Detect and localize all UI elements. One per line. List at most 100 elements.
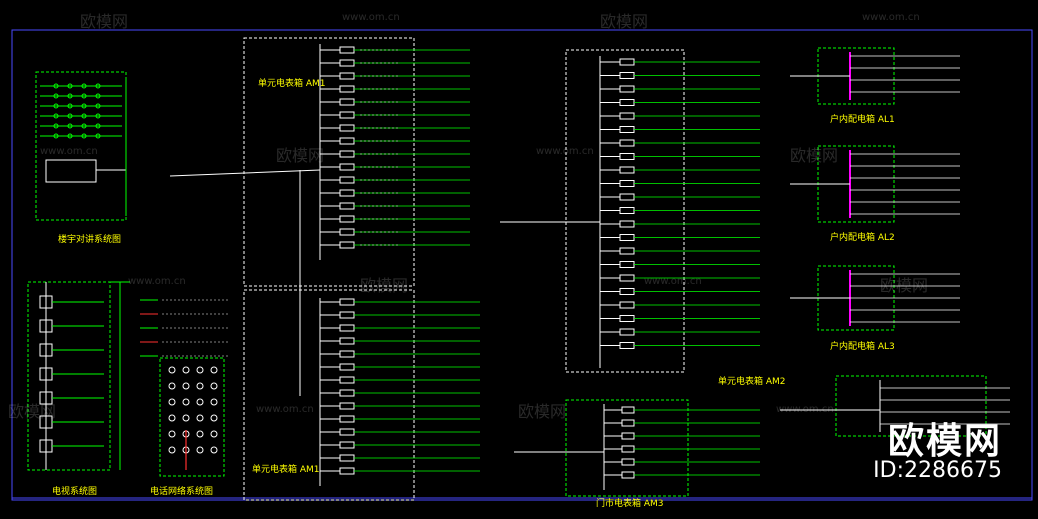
building-intercom-title: 楼宇对讲系统图 [58,235,122,245]
phone-outlet [168,430,176,438]
al3-title: 户内配电箱 AL3 [830,342,895,352]
am2-breaker [619,342,635,349]
am1-breaker [339,363,355,371]
phone-outlet [182,414,190,422]
intercom-terminal [67,133,73,139]
am2-breaker [619,301,635,309]
am2-breaker [619,193,635,201]
am1-breaker [339,441,355,449]
intercom-controller [45,159,97,183]
phone-outlet [182,382,190,390]
am2-breaker [619,315,635,322]
watermark-brand: 欧模网 [880,276,929,295]
intercom-panel-frame [35,71,127,221]
intercom-terminal [95,83,101,89]
am1-breaker [339,228,355,236]
watermark-url: www.om.cn [644,276,702,287]
phone-outlet [196,366,204,374]
intercom-terminal [53,123,59,129]
am1-bottom-frame [243,289,415,501]
watermark-url: www.om.cn [862,12,920,23]
phone-outlet [210,382,218,390]
watermark-brand: 欧模网 [276,146,325,165]
intercom-terminal [81,123,87,129]
am2-breaker [619,126,635,133]
am2-breaker [619,180,635,187]
intercom-terminal [67,113,73,119]
am2-breaker [619,166,635,174]
intercom-terminal [95,113,101,119]
watermark-url: www.om.cn [536,146,594,157]
am2-breaker [619,99,635,106]
watermark-id: ID:2286675 [873,458,1002,483]
am1-breaker [339,215,355,223]
am1-breaker [339,428,355,436]
am1-breaker [339,337,355,345]
phone-panel-frame [159,357,225,477]
watermark-brand: 欧模网 [8,402,57,421]
am1-breaker [339,350,355,358]
am1-breaker [339,176,355,184]
phone-outlet [196,382,204,390]
drawing-border [11,29,1033,501]
phone-outlet [168,398,176,406]
am2-breaker [619,72,635,79]
phone-outlet [168,446,176,454]
am1-incoming-feeder [169,169,321,177]
am1-breaker [339,85,355,93]
intercom-terminal [81,113,87,119]
phone-outlet [168,414,176,422]
am2-breaker [619,139,635,147]
am1-top-frame [243,37,415,287]
am2-title: 单元电表箱 AM2 [718,377,786,387]
phone-outlet [196,414,204,422]
phone-outlet [182,398,190,406]
am1-breaker [339,454,355,462]
am2-breaker [619,328,635,336]
watermark-brand: 欧模网 [600,12,649,31]
phone-outlet [210,446,218,454]
am2-breaker [619,274,635,282]
intercom-terminal [95,93,101,99]
am1-breaker [339,241,355,249]
am2-breaker [619,288,635,295]
watermark-brand-large: 欧模网 [887,421,1002,462]
phone-outlet [196,430,204,438]
intercom-terminal [95,123,101,129]
intercom-terminal [53,113,59,119]
am2-breaker [619,112,635,120]
intercom-terminal [67,83,73,89]
watermark-url: www.om.cn [776,404,834,415]
am1-breaker [339,124,355,132]
intercom-terminal [53,93,59,99]
watermark-url: www.om.cn [256,404,314,415]
distribution-box-frame [835,375,987,437]
phone-outlet [210,414,218,422]
am3-frame [565,399,689,497]
al1-title: 户内配电箱 AL1 [830,115,895,125]
am3-breaker [621,406,635,414]
phone-outlet [196,446,204,454]
am2-frame [565,49,685,373]
am1-top-title: 单元电表箱 AM1 [258,79,326,89]
am2-breaker [619,153,635,160]
am3-title: 门市电表箱 AM3 [596,499,664,509]
intercom-terminal [53,103,59,109]
intercom-terminal [67,93,73,99]
am1-breaker [339,137,355,145]
am3-breaker [621,432,635,440]
am1-breaker [339,202,355,210]
am1-breaker [339,389,355,397]
phone-network-title: 电话网络系统图 [150,487,214,497]
watermark-brand: 欧模网 [518,402,567,421]
watermark-brand: 欧模网 [790,146,839,165]
am3-breaker [621,458,635,466]
am3-breaker [621,419,635,427]
am1-breaker [339,72,355,80]
intercom-terminal [53,133,59,139]
phone-outlet [196,398,204,406]
am2-breaker [619,220,635,228]
tv-system-title: 电视系统图 [52,487,98,497]
